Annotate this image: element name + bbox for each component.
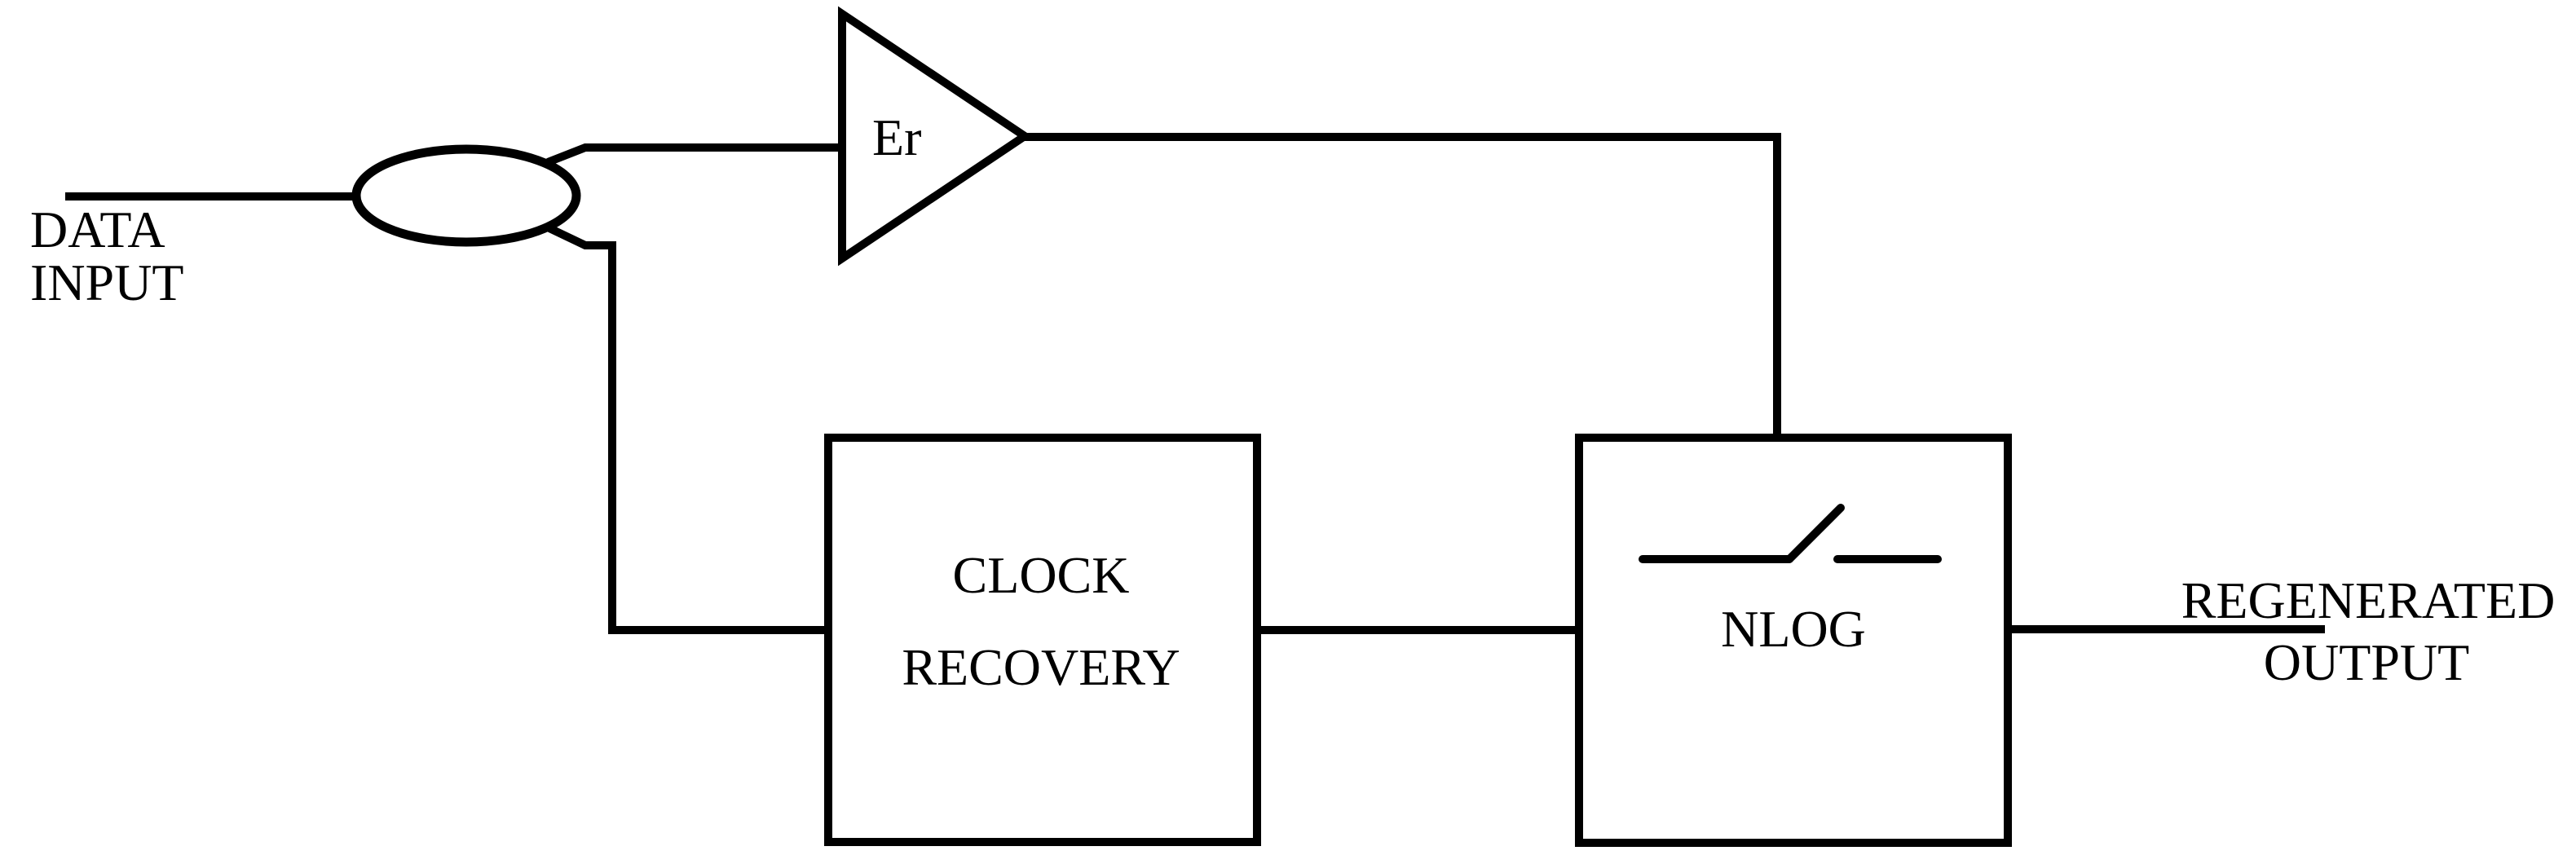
coupler-ellipse	[351, 144, 581, 247]
open-switch-icon	[1639, 504, 1942, 563]
clock-recovery-label-line1: CLOCK	[953, 546, 1130, 604]
clock-recovery-label-line2: RECOVERY	[902, 638, 1180, 696]
switch-lever	[1785, 504, 1845, 563]
data-input-label-line1: DATA	[30, 201, 165, 258]
regenerated-output-label-line2: OUTPUT	[2264, 633, 2469, 691]
coupler-to-clock-recovery-wire	[547, 224, 828, 634]
amplifier-triangle	[838, 6, 1032, 267]
coupler-to-amplifier-wire	[546, 143, 846, 166]
amplifier-label: Er	[872, 108, 921, 166]
nlog-label: NLOG	[1721, 600, 1866, 658]
clock-recovery-box	[824, 434, 1261, 846]
regenerated-output-label-line1: REGENERATED	[2181, 571, 2556, 629]
nlog-box	[1575, 434, 2012, 847]
amplifier-to-nlog-wire	[1025, 133, 1781, 438]
data-input-label-line2: INPUT	[30, 253, 183, 311]
